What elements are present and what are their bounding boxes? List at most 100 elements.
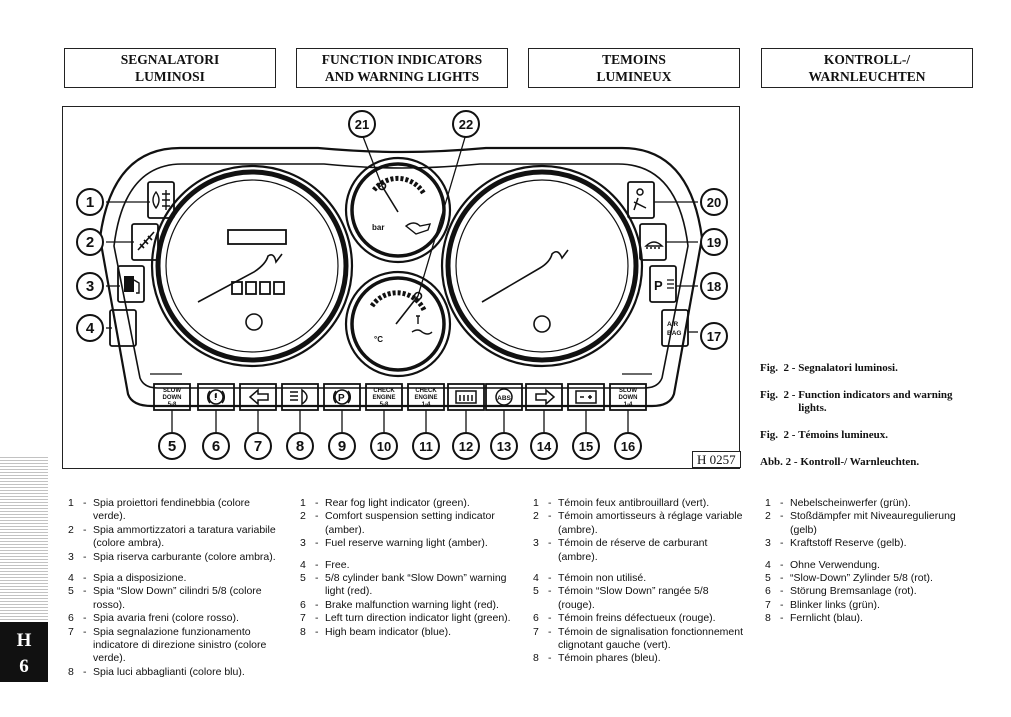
item-text: Fuel reserve warning light (amber). [325,537,488,550]
item-dash: - [548,652,552,665]
speedometer [150,164,354,368]
callout-4: 4 [86,320,95,337]
list-gap [68,679,283,687]
item-number: 3 [765,537,771,550]
list-item: 2-Spia ammortizzatori a taratura variabi… [68,524,283,551]
list-item: 4-Free. [300,559,515,572]
fuel-pump-icon [124,276,140,294]
item-text: Rear fog light indicator (green). [325,497,470,509]
caption-english: Fig. 2 - Function indicators and warning… [760,389,980,415]
coolant-temp-gauge [344,270,452,378]
right-arrow-icon [535,388,556,406]
battery-icon [575,390,597,404]
item-number: 8 [300,625,306,638]
callout-12: 12 [459,439,473,454]
brake-warning-icon [206,389,226,405]
item-text: Spia segnalazione funzionamento indicato… [93,625,267,665]
item-number: 4 [533,572,539,585]
item-text: Nebelscheinwerfer (grün). [790,497,911,509]
figure-captions: Fig. 2 - Segnalatori luminosi. Fig. 2 - … [760,362,980,483]
item-number: 3 [68,550,74,563]
item-text: Spia riserva carburante (colore ambra). [93,550,276,563]
list-item: 6-Brake malfunction warning light (red). [300,599,515,612]
panel-housing-inner [113,163,689,389]
section-tab-number: 6 [19,656,29,677]
check-engine-14-l1: CHECK [415,388,437,394]
item-text: Spia a disposizione. [93,572,187,585]
caption-text: Kontroll-/ Warnleuchten. [800,456,920,468]
item-text: “Slow-Down” Zylinder 5/8 (rot). [790,572,933,585]
fog-light-icon [152,190,170,210]
list-german: 1-Nebelscheinwerfer (grün).2-Stoßdämpfer… [765,497,980,634]
item-dash: - [83,665,87,678]
list-item: 3-Fuel reserve warning light (amber). [300,537,515,550]
parking-light-icon [667,279,674,289]
item-number: 6 [533,612,539,625]
slow-down-58-l2: DOWN [163,395,182,401]
slow-down-14-l2: DOWN [619,395,638,401]
header-english: FUNCTION INDICATORS AND WARNING LIGHTS [296,48,508,88]
seatbelt-icon [633,188,647,211]
header-french-line2: LUMINEUX [596,69,672,84]
item-number: 1 [533,497,539,509]
header-german-line1: KONTROLL-/ [823,52,911,67]
list-gap [765,626,980,634]
list-item: 4-Ohne Verwendung. [765,559,980,572]
header-french-line1: TEMOINS [602,52,666,67]
item-dash: - [548,585,552,598]
callout-19: 19 [707,235,721,250]
list-item: 1-Rear fog light indicator (green). [300,497,515,510]
item-dash: - [780,598,784,611]
check-engine-14-l2: ENGINE [414,395,437,401]
convertible-top-icon [644,241,664,249]
item-text: Blinker links (grün). [790,598,880,611]
list-item: 8-Spia luci abbaglianti (colore blu). [68,666,283,679]
item-text: Kraftstoff Reserve (gelb). [790,537,907,550]
item-number: 4 [765,558,771,571]
item-dash: - [548,572,552,585]
callout-10: 10 [377,439,391,454]
callout-2: 2 [86,234,94,251]
item-dash: - [780,510,784,523]
item-text: Spia avaria freni (colore rosso). [93,612,239,625]
caption-prefix: Fig. 2 - [760,389,799,401]
check-engine-14-l3: 1-4 [422,402,431,408]
lamp-parking [649,265,677,303]
caption-french: Fig. 2 - Témoins lumineux. [760,429,980,442]
brake-warning-symbol: ! [214,393,217,402]
list-item: 3-Témoin de réserve de carburant (ambre)… [533,537,748,564]
oil-gauge-unit: bar [372,223,384,232]
item-number: 2 [300,510,306,523]
item-text: Stoßdämpfer mit Niveauregulierung (gelb) [790,510,956,536]
caption-prefix: Abb. 2 - [760,456,801,468]
list-item: 7-Spia segnalazione funzionamento indica… [68,626,283,666]
header-german-line2: WARNLEUCHTEN [808,69,926,84]
item-text: Témoin phares (bleu). [558,652,661,665]
item-text: Left turn direction indicator light (gre… [325,612,511,625]
item-text: Störung Bremsanlage (rot). [790,585,917,598]
item-text: Témoin feux antibrouillard (vert). [558,497,710,509]
figure-frame [62,106,740,469]
item-number: 7 [533,625,539,638]
check-engine-58-l2: ENGINE [372,395,395,401]
item-dash: - [780,612,784,625]
callout-9: 9 [338,438,346,455]
callout-15: 15 [579,439,593,454]
callout-11: 11 [419,439,433,454]
callout-13: 13 [497,439,511,454]
list-item: 6-Störung Bremsanlage (rot). [765,585,980,598]
caption-text: Témoins lumineux. [798,429,889,441]
list-gap [300,639,515,647]
item-number: 7 [300,612,306,625]
item-text: Spia “Slow Down” cilindri 5/8 (colore ro… [93,585,262,611]
item-dash: - [780,497,784,509]
list-french: 1-Témoin feux antibrouillard (vert).2-Té… [533,497,748,674]
airbag-line2: BAG [667,330,681,337]
list-item: 5-“Slow-Down” Zylinder 5/8 (rot). [765,572,980,585]
item-number: 4 [300,558,306,571]
header-italian-line2: LUMINOSI [135,69,205,84]
item-text: Témoin de signalisation fonctionnement c… [558,625,744,652]
list-gap [68,564,283,572]
header-italian: SEGNALATORI LUMINOSI [64,48,276,88]
lamp-seatbelt [627,181,655,219]
